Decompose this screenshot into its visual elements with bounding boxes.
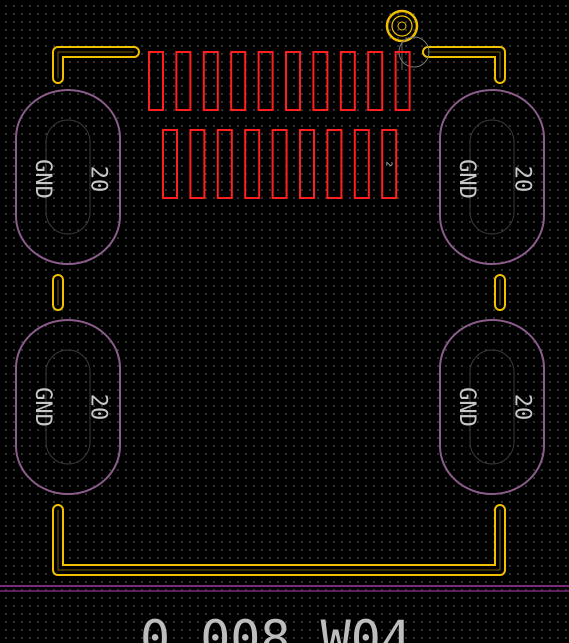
signal-pad[interactable] [381, 129, 398, 199]
signal-pad[interactable] [230, 51, 247, 111]
signal-pad[interactable] [367, 51, 384, 111]
signal-pad[interactable] [271, 129, 288, 199]
ground-pad-drill [469, 349, 515, 465]
signal-pad[interactable] [285, 51, 301, 111]
ground-pad-net-label: GND [29, 159, 55, 199]
signal-pad[interactable] [148, 51, 164, 111]
ground-pad[interactable] [439, 319, 545, 495]
signal-pad[interactable] [202, 51, 219, 111]
signal-pad[interactable] [216, 129, 233, 199]
track-top-left[interactable] [52, 46, 140, 84]
signal-pad[interactable] [299, 129, 315, 199]
signal-pad[interactable] [394, 51, 411, 111]
signal-pad[interactable] [189, 129, 206, 199]
signal-pad[interactable] [353, 129, 370, 199]
silkscreen-text: 0.008 W04 [140, 610, 411, 643]
signal-pad-group[interactable] [148, 51, 411, 199]
signal-pad[interactable] [326, 129, 343, 199]
ground-pad-net-label: GND [453, 387, 479, 427]
ground-pad-drill [45, 349, 91, 465]
signal-pad[interactable] [339, 51, 356, 111]
ground-pad-net-label: GND [453, 159, 479, 199]
ground-pad[interactable] [15, 89, 121, 265]
signal-pad[interactable] [244, 129, 261, 199]
ground-pad-number-label: 20 [85, 393, 111, 421]
signal-pad[interactable] [175, 51, 192, 111]
ground-pad[interactable] [439, 89, 545, 265]
via[interactable] [385, 9, 430, 70]
ground-pad-number-label: 20 [509, 165, 535, 193]
ground-pad-number-label: 20 [509, 393, 535, 421]
signal-pad[interactable] [312, 51, 329, 111]
signal-pad[interactable] [257, 51, 274, 111]
signal-pad[interactable] [162, 129, 178, 199]
track-bottom[interactable] [52, 504, 506, 576]
ground-pad-drill [45, 119, 91, 235]
ground-pad-net-label: GND [29, 387, 55, 427]
track-top-right[interactable] [422, 46, 506, 84]
ground-pad-number-label: 20 [85, 165, 111, 193]
ground-pad-drill [469, 119, 515, 235]
ground-pad-group[interactable] [15, 89, 545, 495]
ground-pad[interactable] [15, 319, 121, 495]
pin-number-label: 2 [384, 161, 394, 167]
